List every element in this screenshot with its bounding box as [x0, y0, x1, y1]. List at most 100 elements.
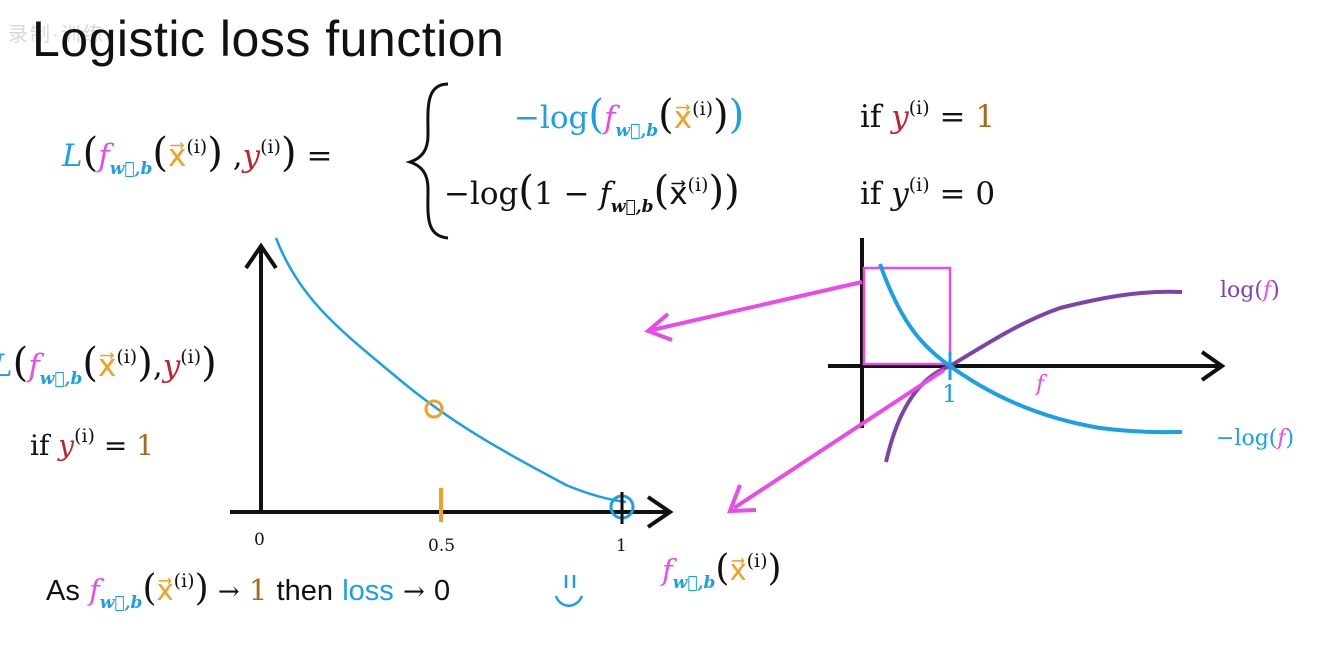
- left-loss-curve: [274, 237, 627, 504]
- case-one-expression: −log(fw⃗,b(x⃗(i))): [514, 92, 744, 141]
- value-zero: 0: [975, 176, 996, 212]
- bottom-note: As fw⃗,b(x⃗(i)) → 1 then loss → 0: [46, 568, 450, 613]
- superscript-i: (i): [746, 550, 768, 572]
- arrow: →: [403, 577, 425, 607]
- f-variable-label: fw⃗,b(x⃗(i)): [662, 548, 782, 593]
- value-one: 1: [975, 99, 996, 135]
- equals-sign: =: [103, 429, 128, 462]
- pink-arrow-upper: [651, 280, 863, 332]
- f-symbol: f: [604, 100, 616, 136]
- right-tick-one: 1: [942, 380, 958, 408]
- f-symbol: f: [98, 138, 110, 174]
- paren: (: [653, 168, 670, 214]
- x-vector: x⃗: [673, 100, 693, 136]
- tick-label-0-5: 0.5: [428, 536, 456, 556]
- right-x-arrowhead: [1200, 350, 1226, 382]
- then-word: then: [276, 575, 333, 607]
- x-vector: x⃗: [97, 348, 117, 384]
- value-zero: 0: [434, 575, 451, 607]
- half-point-marker: [424, 399, 444, 419]
- pink-arrow-upper-head: [644, 312, 673, 342]
- case-one-condition: if y(i) = 1: [860, 97, 995, 135]
- paren: ): [137, 340, 153, 386]
- if-word: if: [860, 99, 882, 135]
- superscript-i: (i): [692, 98, 714, 120]
- f-symbol: f: [599, 176, 611, 212]
- superscript-i: (i): [186, 136, 208, 158]
- wb-subscript: w⃗,b: [99, 593, 143, 613]
- neg-log: −log: [514, 100, 589, 136]
- wb-subscript: w⃗,b: [672, 573, 716, 593]
- watermark: 录制·训练: [8, 24, 105, 46]
- arrow: →: [217, 577, 240, 607]
- left-plot-condition: if y(i) = 1: [30, 425, 154, 462]
- label-log-f: log(f): [1220, 278, 1280, 303]
- f-symbol: f: [662, 553, 673, 587]
- superscript-i: (i): [116, 346, 138, 368]
- wb-subscript: w⃗,b: [39, 369, 83, 389]
- superscript-i: (i): [74, 425, 95, 447]
- x-vector: x⃗: [167, 138, 187, 174]
- wb-subscript: w⃗,b: [610, 197, 654, 217]
- log-word: log(: [1220, 278, 1263, 303]
- y-symbol: y: [891, 99, 909, 135]
- value-one: 1: [136, 429, 155, 462]
- paren: ): [708, 168, 725, 214]
- f-symbol: f: [89, 573, 100, 607]
- left-plot-ylabel: L(fw⃗,b(x⃗(i)),y(i)): [0, 340, 217, 389]
- loss-word: loss: [342, 575, 394, 607]
- paren: (: [82, 340, 98, 386]
- x-vector: x⃗: [156, 573, 174, 607]
- paren: ): [724, 168, 740, 214]
- paren: ): [728, 92, 745, 138]
- superscript-i: (i): [173, 570, 195, 592]
- neg-log-word: −log(: [1216, 426, 1278, 451]
- if-word: if: [30, 429, 50, 462]
- loss-symbol: L: [0, 348, 13, 384]
- left-x-arrowhead: [646, 495, 674, 529]
- x-vector: x⃗: [669, 176, 688, 212]
- pink-arrow-lower-head: [727, 484, 757, 514]
- label-f-curve: f: [1036, 372, 1045, 397]
- paren: ): [1285, 426, 1295, 451]
- case-two-expression: −log(1 − fw⃗,b(x⃗(i))): [444, 168, 740, 217]
- neg-log: −log: [444, 176, 519, 212]
- superscript-i: (i): [908, 97, 930, 119]
- equals-sign: =: [939, 99, 966, 135]
- case-two-condition: if y(i) = 0: [860, 174, 995, 212]
- y-symbol: y: [162, 348, 181, 384]
- log-f-curve: [884, 289, 1183, 463]
- loss-equation-lhs: L(fw⃗,b(x⃗(i)) ,y(i)) =: [62, 130, 332, 179]
- comma: ,: [152, 348, 163, 384]
- value-one: 1: [248, 573, 268, 607]
- f-symbol: f: [28, 348, 40, 384]
- neg-log-f-curve: [878, 263, 1183, 435]
- f-symbol: f: [1262, 278, 1272, 303]
- paren: ): [194, 568, 209, 609]
- curly-brace: [405, 82, 449, 240]
- paren: ): [1271, 278, 1280, 303]
- paren: (: [12, 340, 29, 386]
- one-minus: 1 −: [534, 176, 590, 212]
- slide-title: Logistic loss function: [32, 11, 505, 67]
- pink-arrow-lower: [732, 368, 946, 510]
- paren: ): [713, 92, 729, 138]
- y-symbol: y: [58, 429, 75, 462]
- equals-sign: =: [939, 176, 966, 212]
- paren: ): [201, 340, 217, 386]
- f-symbol: f: [1277, 426, 1286, 451]
- paren: (: [588, 92, 605, 138]
- smiley-mouth: [554, 595, 584, 607]
- x-vector: x⃗: [729, 553, 747, 587]
- y-symbol: y: [242, 138, 261, 174]
- if-word: if: [860, 176, 882, 212]
- paren: ): [207, 130, 223, 176]
- wb-subscript: w⃗,b: [109, 159, 153, 179]
- superscript-i: (i): [687, 174, 709, 196]
- tick-label-0: 0: [254, 530, 265, 550]
- wb-subscript: w⃗,b: [615, 121, 659, 141]
- label-neg-log-f: −log(f): [1216, 426, 1294, 451]
- superscript-i: (i): [180, 346, 202, 368]
- comma: ,: [232, 138, 243, 174]
